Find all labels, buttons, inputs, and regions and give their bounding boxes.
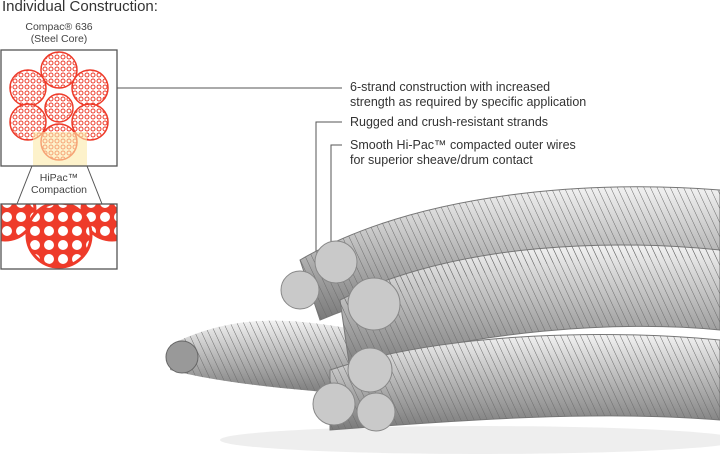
cross-section-box [0, 49, 118, 167]
callout-line-3 [330, 144, 342, 250]
page-title: Individual Construction: [2, 0, 158, 15]
callout-line-2 [315, 121, 342, 252]
callout-3-line2: for superior sheave/drum contact [350, 153, 533, 167]
compaction-zoom-box [0, 203, 118, 270]
compaction-label: HiPac™ Compaction [0, 172, 118, 196]
zoom-line-left [16, 165, 33, 205]
callout-1-line2: strength as required by specific applica… [350, 95, 587, 109]
callout-1: 6-strand construction with increased str… [350, 80, 586, 110]
callout-1-line1: 6-strand construction with increased [350, 80, 551, 94]
cross-section-label: Compac® 636 (Steel Core) [0, 21, 118, 45]
cross-section-name: Compac® 636 [25, 21, 93, 33]
callout-2-line1: Rugged and crush-resistant strands [350, 115, 549, 129]
callout-3: Smooth Hi-Pac™ compacted outer wires for… [350, 138, 576, 168]
compaction-label-line1: HiPac™ [39, 172, 79, 184]
callout-2: Rugged and crush-resistant strands [350, 115, 548, 130]
cross-section-sub: (Steel Core) [30, 33, 88, 45]
callout-3-line1: Smooth Hi-Pac™ compacted outer wires [350, 138, 576, 152]
zoom-line-right [86, 165, 103, 205]
wire-rope-illustration [165, 186, 720, 454]
compaction-label-line2: Compaction [30, 184, 88, 196]
